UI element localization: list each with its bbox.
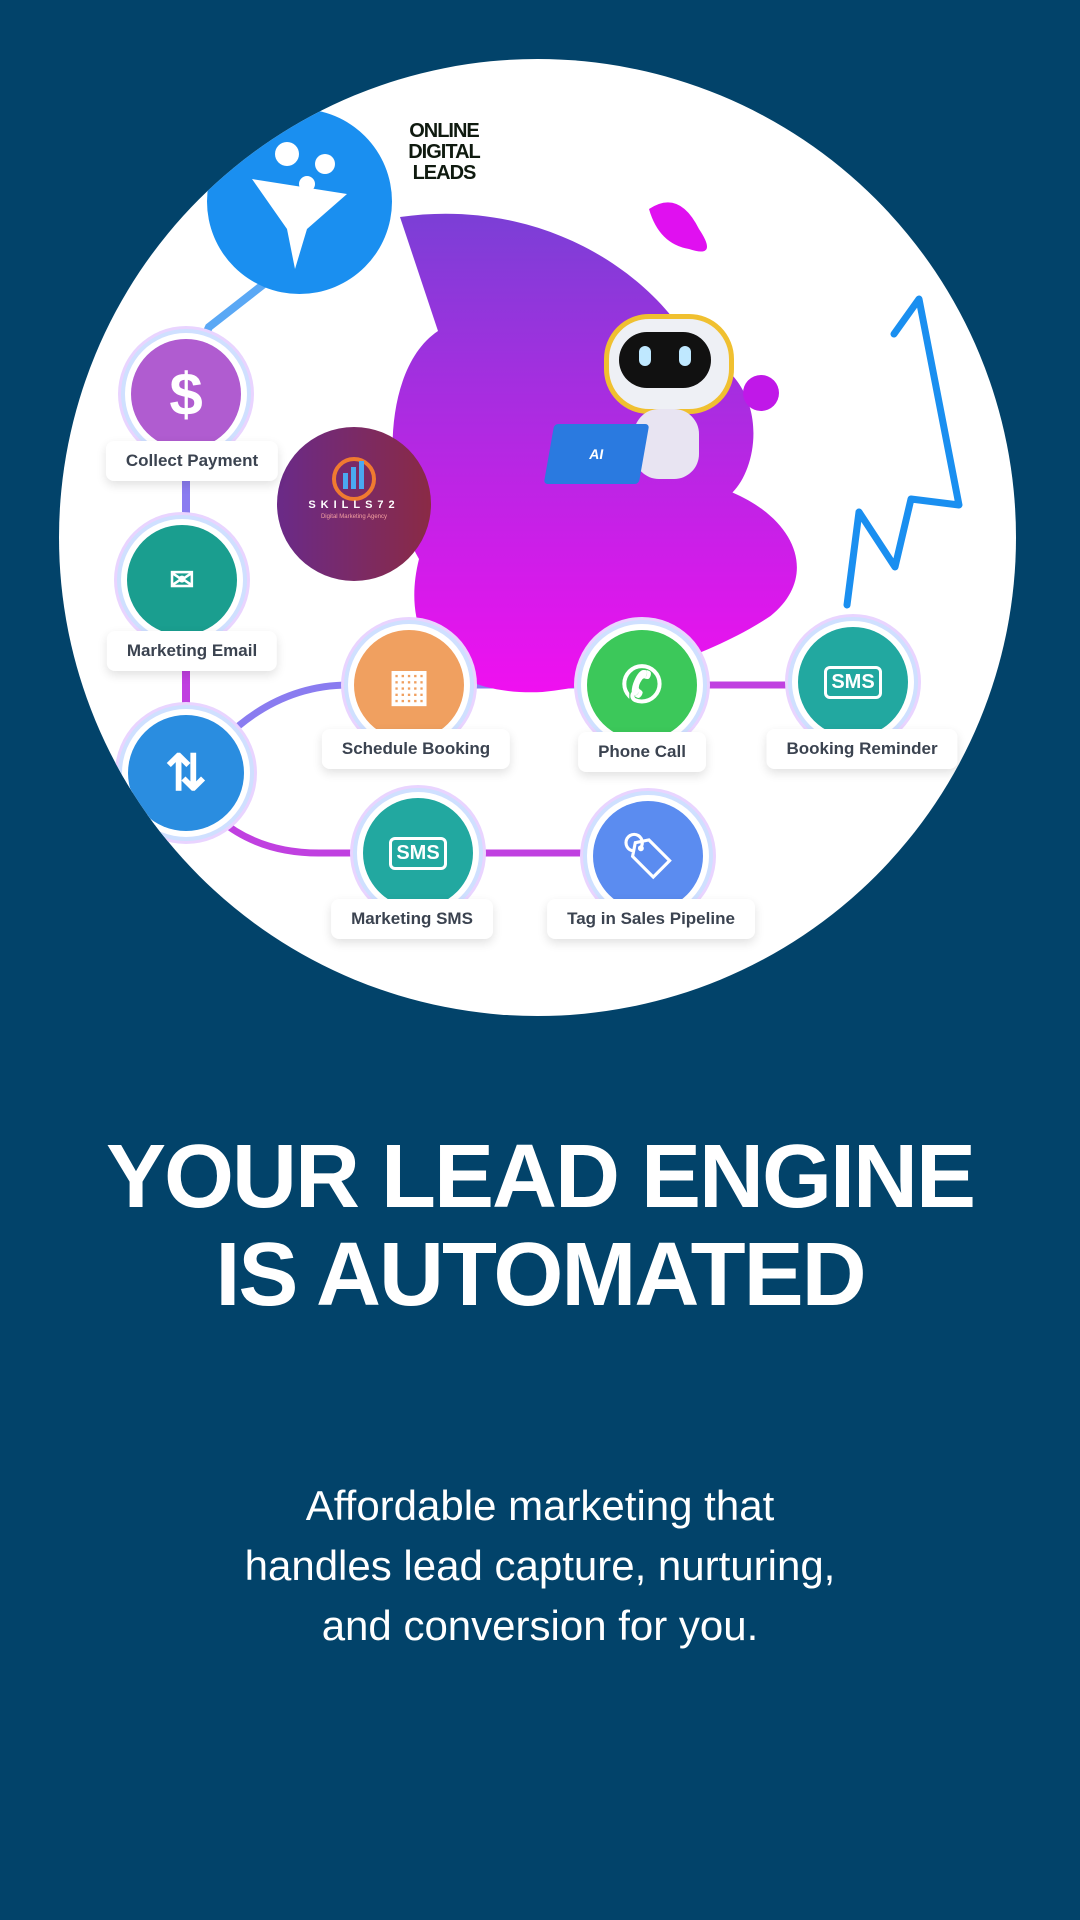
node-marketing-sms[interactable]: Marketing SMS [331, 899, 493, 939]
split-icon: ⇅ [128, 715, 244, 831]
node-schedule-booking[interactable]: Schedule Booking [321, 729, 511, 769]
subtitle-line: handles lead capture, nurturing, [244, 1542, 836, 1589]
skills72-tagline: Digital Marketing Agency [320, 514, 388, 520]
logo-line: LEADS [412, 162, 477, 184]
sms-icon: SMS [798, 627, 908, 737]
subtitle-line: and conversion for you. [321, 1602, 759, 1649]
sms-icon: SMS [363, 798, 473, 908]
lead-funnel-logo [207, 109, 392, 294]
logo-line: DIGITAL [408, 141, 481, 163]
robot-mascot: AI [543, 304, 749, 544]
skills72-logo [277, 427, 431, 581]
title-line-2: IS AUTOMATED [215, 1225, 866, 1325]
node-marketing-email[interactable]: Marketing Email [106, 631, 278, 671]
online-digital-leads-logo: ONLINE DIGITAL LEADS [389, 121, 499, 184]
sms-icon-text: SMS [824, 665, 882, 699]
growth-arrow-icon [843, 295, 963, 609]
tag-icon: 🏷 [593, 801, 703, 911]
subtitle: Affordable marketing that handles lead c… [0, 1476, 1080, 1656]
node-booking-reminder[interactable]: Booking Reminder [766, 729, 958, 769]
laptop-icon: AI [543, 424, 650, 484]
hero-illustration: ONLINE DIGITAL LEADS SKILLS72 Digital Ma… [59, 59, 1016, 1016]
node-collect-payment[interactable]: Collect Payment [105, 441, 279, 481]
calendar-icon: ▦ [354, 630, 464, 740]
sms-icon-text: SMS [389, 836, 447, 870]
skills72-text: SKILLS72 [308, 499, 400, 511]
phone-icon: ✆ [587, 630, 697, 740]
node-tag-sales-pipeline[interactable]: Tag in Sales Pipeline [547, 899, 755, 939]
funnel-icon [252, 142, 347, 269]
dollar-icon: $ [131, 339, 241, 449]
page-title: YOUR LEAD ENGINE IS AUTOMATED [0, 1128, 1080, 1324]
title-line-1: YOUR LEAD ENGINE [105, 1127, 976, 1227]
logo-line: ONLINE [409, 120, 480, 142]
subtitle-line: Affordable marketing that [305, 1482, 775, 1529]
email-icon: ✉ [127, 525, 237, 635]
node-phone-call[interactable]: Phone Call [578, 732, 706, 772]
